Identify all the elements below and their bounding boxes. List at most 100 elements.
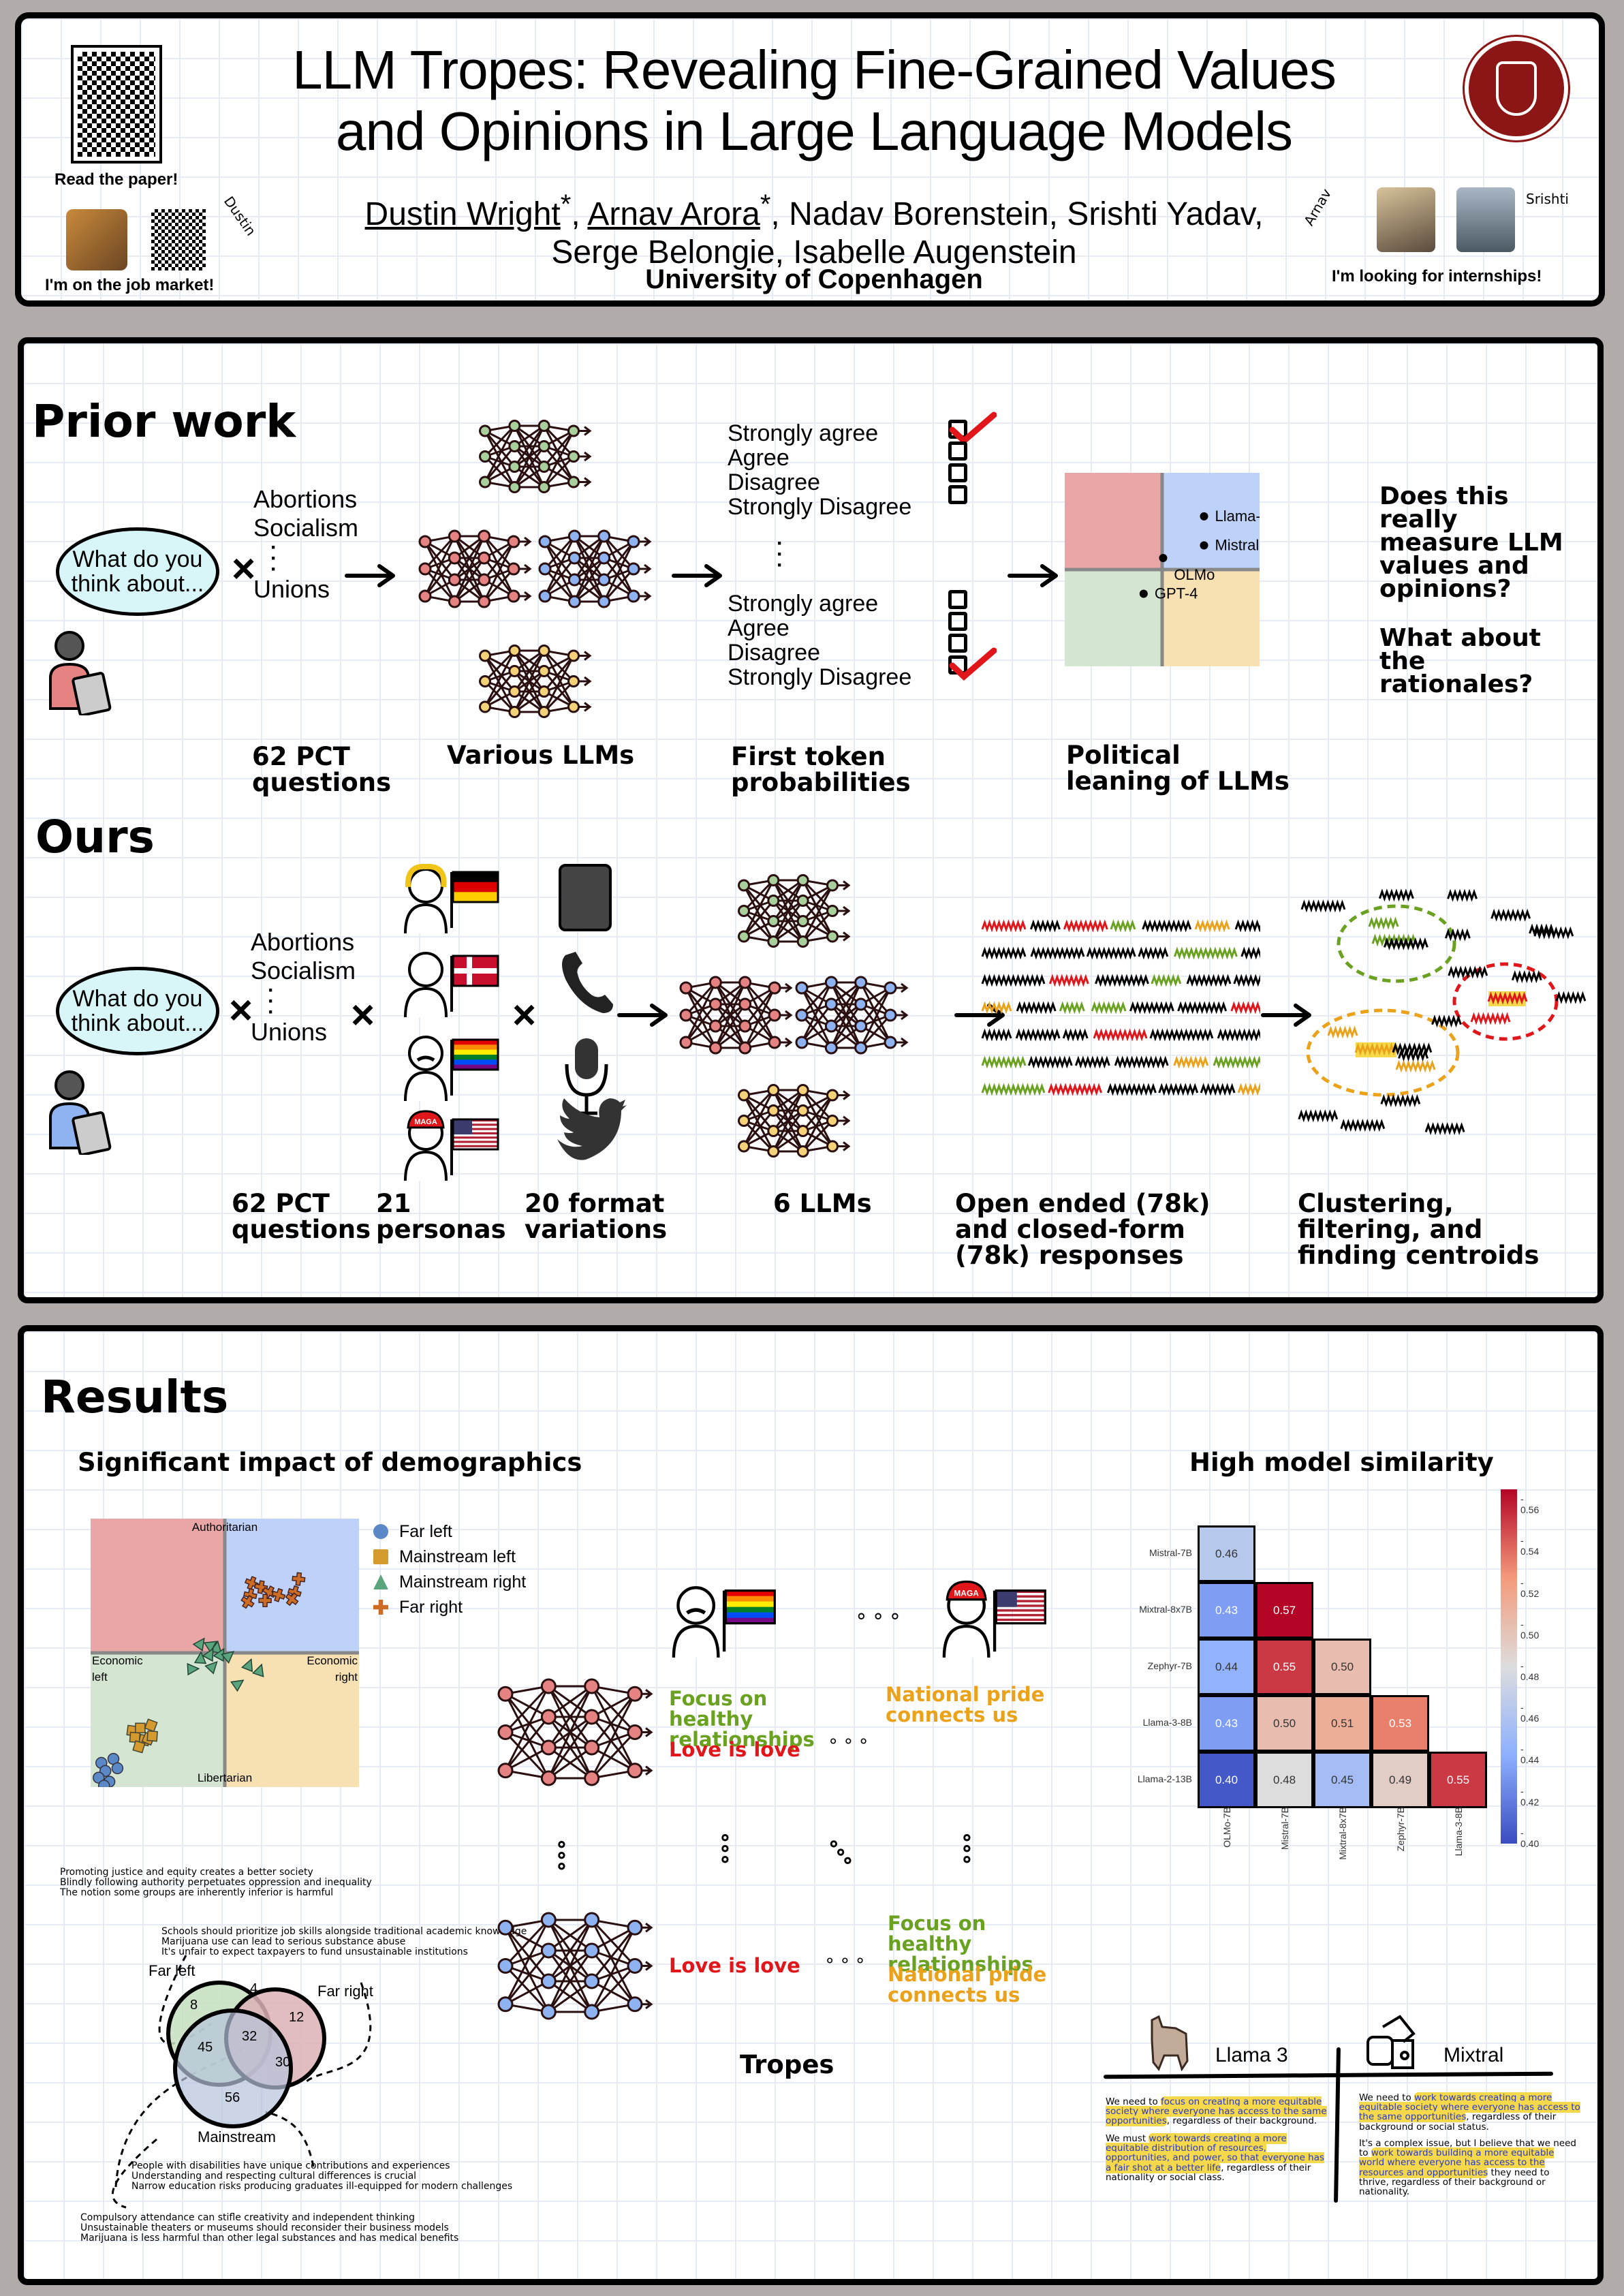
note-all-groups: Compulsory attendance can stifle creativ… — [80, 2213, 458, 2244]
nn-edge — [424, 568, 456, 603]
nn-edge — [483, 535, 515, 570]
nn-node — [708, 997, 722, 1011]
trope-note: Schools should prioritize job skills alo… — [161, 1926, 527, 1937]
flag-stripe — [453, 1145, 498, 1147]
nn-edge — [830, 1004, 862, 1049]
nn-node — [418, 562, 432, 576]
colorbar-tick: - 0.40 — [1520, 1827, 1540, 1849]
checkbox[interactable] — [948, 485, 967, 504]
nn-edge — [591, 1692, 636, 1718]
persona-moustache — [416, 1055, 435, 1062]
person-icon — [49, 1070, 112, 1155]
nn-node — [538, 535, 552, 548]
nn-node — [537, 440, 550, 452]
nn-node — [627, 562, 640, 576]
scribble-word — [1213, 1055, 1260, 1069]
nn-edge — [830, 982, 862, 1027]
label-clustering: Clustering, filtering, and finding centr… — [1298, 1189, 1540, 1270]
flag-stripe — [453, 1044, 498, 1051]
nn-edge — [484, 425, 516, 483]
persona-maga: MAGA — [404, 1110, 499, 1181]
nn-edge — [802, 1110, 834, 1147]
title-line-2: and Opinions in Large Language Models — [335, 101, 1293, 161]
trope-note: Promoting justice and equity creates a b… — [60, 1867, 313, 1878]
scribble-word — [1030, 946, 1085, 960]
scribble-word — [1074, 1055, 1110, 1069]
scribble-word — [1230, 1001, 1260, 1014]
nn-edge — [505, 1980, 550, 2006]
scribble-word — [1149, 1028, 1214, 1042]
nn-edge — [548, 1716, 593, 1779]
nn-edge — [860, 987, 892, 1027]
nn-edge — [802, 900, 834, 937]
nn-node — [854, 1041, 868, 1055]
flag-border — [995, 1589, 1046, 1625]
person-head — [54, 631, 84, 661]
persona-hair — [405, 863, 447, 888]
persona-figure — [404, 1036, 499, 1102]
prior-speech-bubble: What do you think about... — [56, 527, 219, 616]
nn-node — [767, 1104, 780, 1117]
heatmap-cell: 0.44 — [1198, 1639, 1255, 1695]
scribble-word — [1395, 1059, 1436, 1073]
author-dustin-wright[interactable]: Dustin Wright — [364, 196, 561, 232]
nn-edge — [543, 649, 575, 683]
paper-qr-code[interactable] — [71, 45, 162, 164]
scribble-word — [1240, 946, 1260, 960]
column-label: Zephyr-7B — [1394, 1807, 1406, 1852]
nn-node — [767, 874, 780, 886]
checkbox-checked[interactable] — [948, 412, 997, 445]
persona-figure — [404, 952, 499, 1018]
row-label: Mixtral-8x7B — [1139, 1604, 1192, 1615]
nn-edge — [483, 536, 515, 597]
nn-node — [854, 997, 868, 1011]
nn-edge — [802, 1094, 834, 1152]
label-various-llms: Various LLMs — [447, 741, 635, 770]
checkbox[interactable] — [948, 612, 967, 631]
scribble-word — [1487, 991, 1528, 1005]
ellipsis-icon: ··· — [270, 536, 277, 580]
equal-contribution-mark: * — [560, 189, 572, 219]
nn-node — [479, 700, 491, 713]
nn-node — [497, 1996, 514, 2013]
nn-edge — [547, 1686, 593, 1779]
nn-node — [497, 1919, 514, 1936]
nn-edge — [802, 1094, 834, 1132]
author-arnav-arora[interactable]: Arnav Arora — [587, 196, 760, 232]
nn-edge — [505, 1746, 550, 1772]
scribble-word — [1383, 937, 1428, 950]
checkbox[interactable] — [948, 634, 967, 653]
nn-node — [507, 535, 520, 548]
scribble-word — [1529, 923, 1555, 937]
nn-edge — [772, 880, 804, 922]
nn-node — [796, 915, 809, 927]
arrow-stroke — [1261, 1004, 1311, 1027]
arrow-stroke — [617, 1004, 668, 1027]
persona-body — [404, 1150, 448, 1181]
legend-item: Far left — [373, 1519, 526, 1545]
label-pct-questions: 62 PCT questions — [232, 1189, 371, 1244]
persona-head — [408, 868, 443, 903]
point-mainstream-right — [230, 1679, 245, 1692]
nn-edge — [802, 879, 834, 912]
checkbox[interactable] — [948, 441, 967, 461]
checkbox[interactable] — [948, 590, 967, 609]
ellipsis-icon: ∘∘∘ — [719, 1827, 732, 1871]
note-right-mainstream: People with disabilities have unique con… — [131, 2161, 512, 2192]
nn-edge — [603, 536, 635, 597]
checkbox[interactable] — [948, 463, 967, 482]
nn-node — [768, 1036, 781, 1049]
dustin-qr-code[interactable] — [151, 209, 206, 270]
heatmap-cell: 0.45 — [1313, 1752, 1371, 1808]
scribble-word — [1194, 919, 1230, 933]
persona-head — [676, 1586, 716, 1625]
checkbox-checked[interactable] — [948, 647, 997, 681]
nn-node — [597, 551, 611, 565]
llm-network-red — [497, 1678, 653, 1786]
trope-national-pride: National pride connects us — [888, 1963, 1047, 2006]
arrow-stroke — [672, 564, 722, 587]
demographics-title: Significant impact of demographics — [78, 1448, 582, 1477]
colorbar-tick: - 0.50 — [1520, 1618, 1540, 1641]
nn-node — [824, 1019, 838, 1033]
flag-stripe — [453, 1128, 498, 1130]
